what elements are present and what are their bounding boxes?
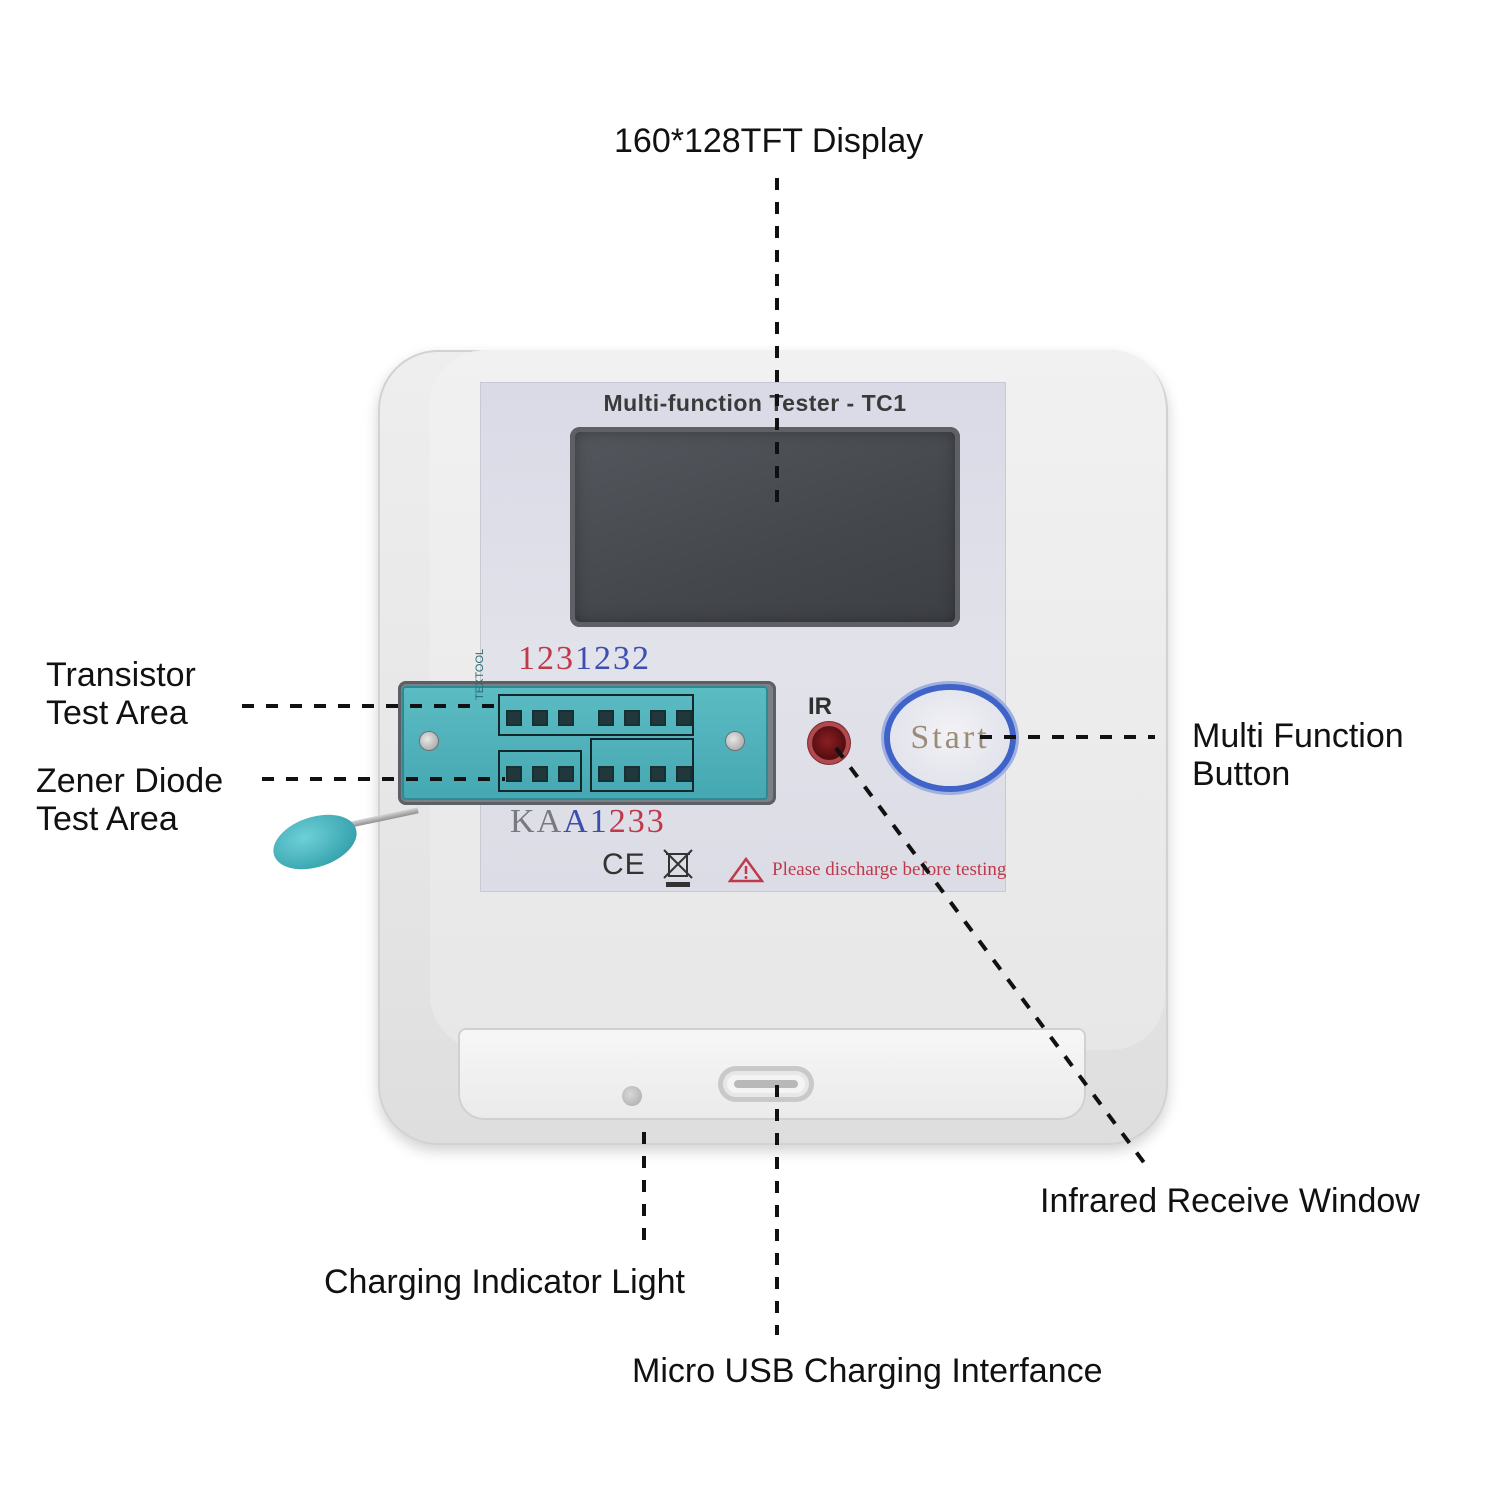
pin-label: K <box>510 803 537 840</box>
socket-contact-hole[interactable] <box>676 766 692 782</box>
bottom-pin-labels: KAA1233 <box>510 803 666 841</box>
socket-contact-hole[interactable] <box>558 710 574 726</box>
device-title: Multi-function Tester - TC1 <box>603 390 907 416</box>
callout-transistor-line1: Transistor <box>46 656 196 694</box>
socket-contact-hole[interactable] <box>506 766 522 782</box>
pin-label: 3 <box>627 803 647 840</box>
socket-slot-lower <box>590 738 694 792</box>
socket-contact-hole[interactable] <box>624 766 640 782</box>
pin-label: 2 <box>632 640 651 677</box>
weee-bin-icon <box>663 849 693 887</box>
leader-infrared <box>834 746 1150 1170</box>
callout-infrared-window: Infrared Receive Window <box>1040 1182 1420 1220</box>
tft-display <box>570 427 960 627</box>
callout-zener-line2: Test Area <box>36 800 178 838</box>
ir-label: IR <box>808 693 832 720</box>
socket-contact-hole[interactable] <box>624 710 640 726</box>
callout-transistor-test-area: Transistor Test Area <box>46 656 196 732</box>
pin-label: 1 <box>575 640 594 677</box>
warning-label: Please discharge before testing <box>728 857 1006 883</box>
pin-label: 1 <box>518 640 537 677</box>
warning-text: Please discharge before testing <box>772 859 1007 880</box>
callout-display: 160*128TFT Display <box>614 122 924 160</box>
socket-contact-hole[interactable] <box>598 766 614 782</box>
socket-contact-hole[interactable] <box>598 710 614 726</box>
callout-button-line2: Button <box>1192 755 1291 793</box>
callout-usb-interface: Micro USB Charging Interfance <box>632 1352 1103 1390</box>
charging-indicator-led <box>622 1086 642 1106</box>
socket-contact-hole[interactable] <box>676 710 692 726</box>
socket-contact-hole[interactable] <box>532 710 548 726</box>
socket-contact-hole[interactable] <box>532 766 548 782</box>
ce-mark: CE <box>602 848 646 881</box>
micro-usb-port[interactable] <box>718 1066 814 1102</box>
callout-multi-function-button: Multi Function Button <box>1192 717 1404 793</box>
callout-transistor-line2: Test Area <box>46 694 188 732</box>
pin-label: 3 <box>646 803 666 840</box>
transistor-test-slot <box>498 694 694 736</box>
callout-button-line1: Multi Function <box>1192 717 1404 755</box>
pin-label: 1 <box>589 803 609 840</box>
socket-contact-hole[interactable] <box>558 766 574 782</box>
pin-label: 2 <box>594 640 613 677</box>
callout-zener-test-area: Zener Diode Test Area <box>36 762 223 838</box>
socket-contact-hole[interactable] <box>506 710 522 726</box>
socket-screw-right <box>726 732 744 750</box>
pin-label: 3 <box>556 640 575 677</box>
warning-triangle-icon <box>728 857 764 883</box>
socket-screw-left <box>420 732 438 750</box>
pin-label: A <box>536 803 564 840</box>
pin-label: 2 <box>608 803 628 840</box>
pin-label: 3 <box>613 640 632 677</box>
pin-label: A <box>563 803 590 840</box>
pin-label: 2 <box>537 640 556 677</box>
callout-charging-light: Charging Indicator Light <box>324 1263 686 1301</box>
socket-contact-hole[interactable] <box>650 710 666 726</box>
socket-contact-hole[interactable] <box>650 766 666 782</box>
top-pin-labels: 1231232 <box>518 640 651 678</box>
zener-test-slot <box>498 750 582 792</box>
callout-zener-line1: Zener Diode <box>36 762 224 800</box>
